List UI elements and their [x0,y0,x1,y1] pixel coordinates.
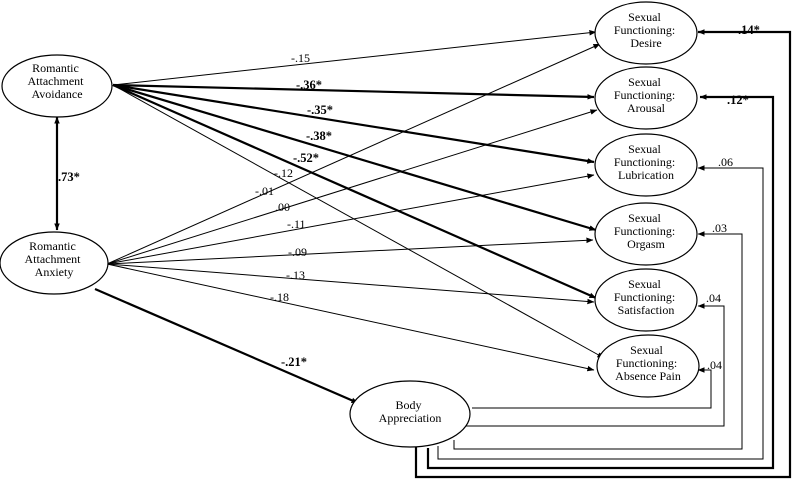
node-anxiety [0,231,109,295]
path-body-absence-pain [472,367,712,409]
coef-avoidance-satisfaction: -.52* [293,151,319,165]
node-desire-label: Sexual Functioning: Desire [614,10,678,50]
path-body-arousal [426,94,775,470]
path-anxiety-lubrication [106,173,595,265]
coef-anxiety-orgasm: -.09 [288,245,307,259]
coef-anxiety-satisfaction: -.13 [286,268,305,282]
node-avoidance-label: Romantic Attachment Avoidance [28,61,87,101]
node-orgasm [594,202,698,266]
coef-avoidance-orgasm: -.38* [306,129,332,143]
coef-anxiety-absence-pain: -.18 [270,290,289,304]
node-arousal-label: Sexual Functioning: Arousal [614,75,678,115]
node-body [349,380,471,448]
coef-anxiety-body: -.21* [281,355,307,369]
node-orgasm-label: Sexual Functioning: Orgasm [614,211,678,251]
path-body-satisfaction [466,303,725,427]
path-avoidance-orgasm [112,83,597,232]
path-body-desire [414,29,792,479]
path-avoidance-satisfaction [112,83,597,300]
coef-anxiety-lubrication: -.11 [287,217,306,231]
coef-body-satisfaction: .04 [706,291,721,305]
path-anxiety-body [94,287,359,405]
node-body-label: Body Appreciation [379,398,442,425]
node-satisfaction-label: Sexual Functioning: Satisfaction [614,277,678,317]
path-body-lubrication [437,165,764,460]
coef-body-arousal: .12* [727,93,749,107]
node-desire [594,1,698,65]
node-absence-pain-label: Sexual Functioning: Absence Pain [615,343,681,383]
node-lubrication [594,133,698,197]
path-avoidance-absence-pain [112,84,605,359]
coef-anxiety-arousal: .00 [275,200,290,214]
coef-anxiety-desire: -.01 [255,184,274,198]
node-lubrication-label: Sexual Functioning: Lubrication [614,142,678,182]
path-anxiety-satisfaction [106,263,595,305]
coef-body-absence-pain: .04 [707,358,722,372]
path-avoidance-desire [112,29,597,86]
node-anxiety-label: Romantic Attachment Anxiety [25,239,84,279]
node-arousal [594,66,698,130]
path-anxiety-orgasm [106,237,594,265]
path-anxiety-desire [106,43,601,265]
node-absence-pain [596,334,700,398]
coef-avoidance-desire: -.15 [291,51,310,65]
path-anxiety-arousal [106,109,598,265]
path-anxiety-absence-pain [106,263,595,372]
coef-avoidance-lubrication: -.35* [307,103,333,117]
path-avoidance-arousal [112,83,595,100]
coef-body-desire: .14* [738,23,760,37]
path-body-orgasm [453,231,743,450]
coef-body-orgasm: .03 [712,221,727,235]
coef-avoidance-anxiety: .73* [58,170,80,184]
coef-avoidance-absence-pain: -.12 [274,166,293,180]
coef-avoidance-arousal: -.36* [296,78,322,92]
coef-body-lubrication: .06 [718,155,733,169]
path-avoidance-lubrication [112,83,595,164]
node-avoidance [1,54,113,118]
node-satisfaction [594,268,698,332]
